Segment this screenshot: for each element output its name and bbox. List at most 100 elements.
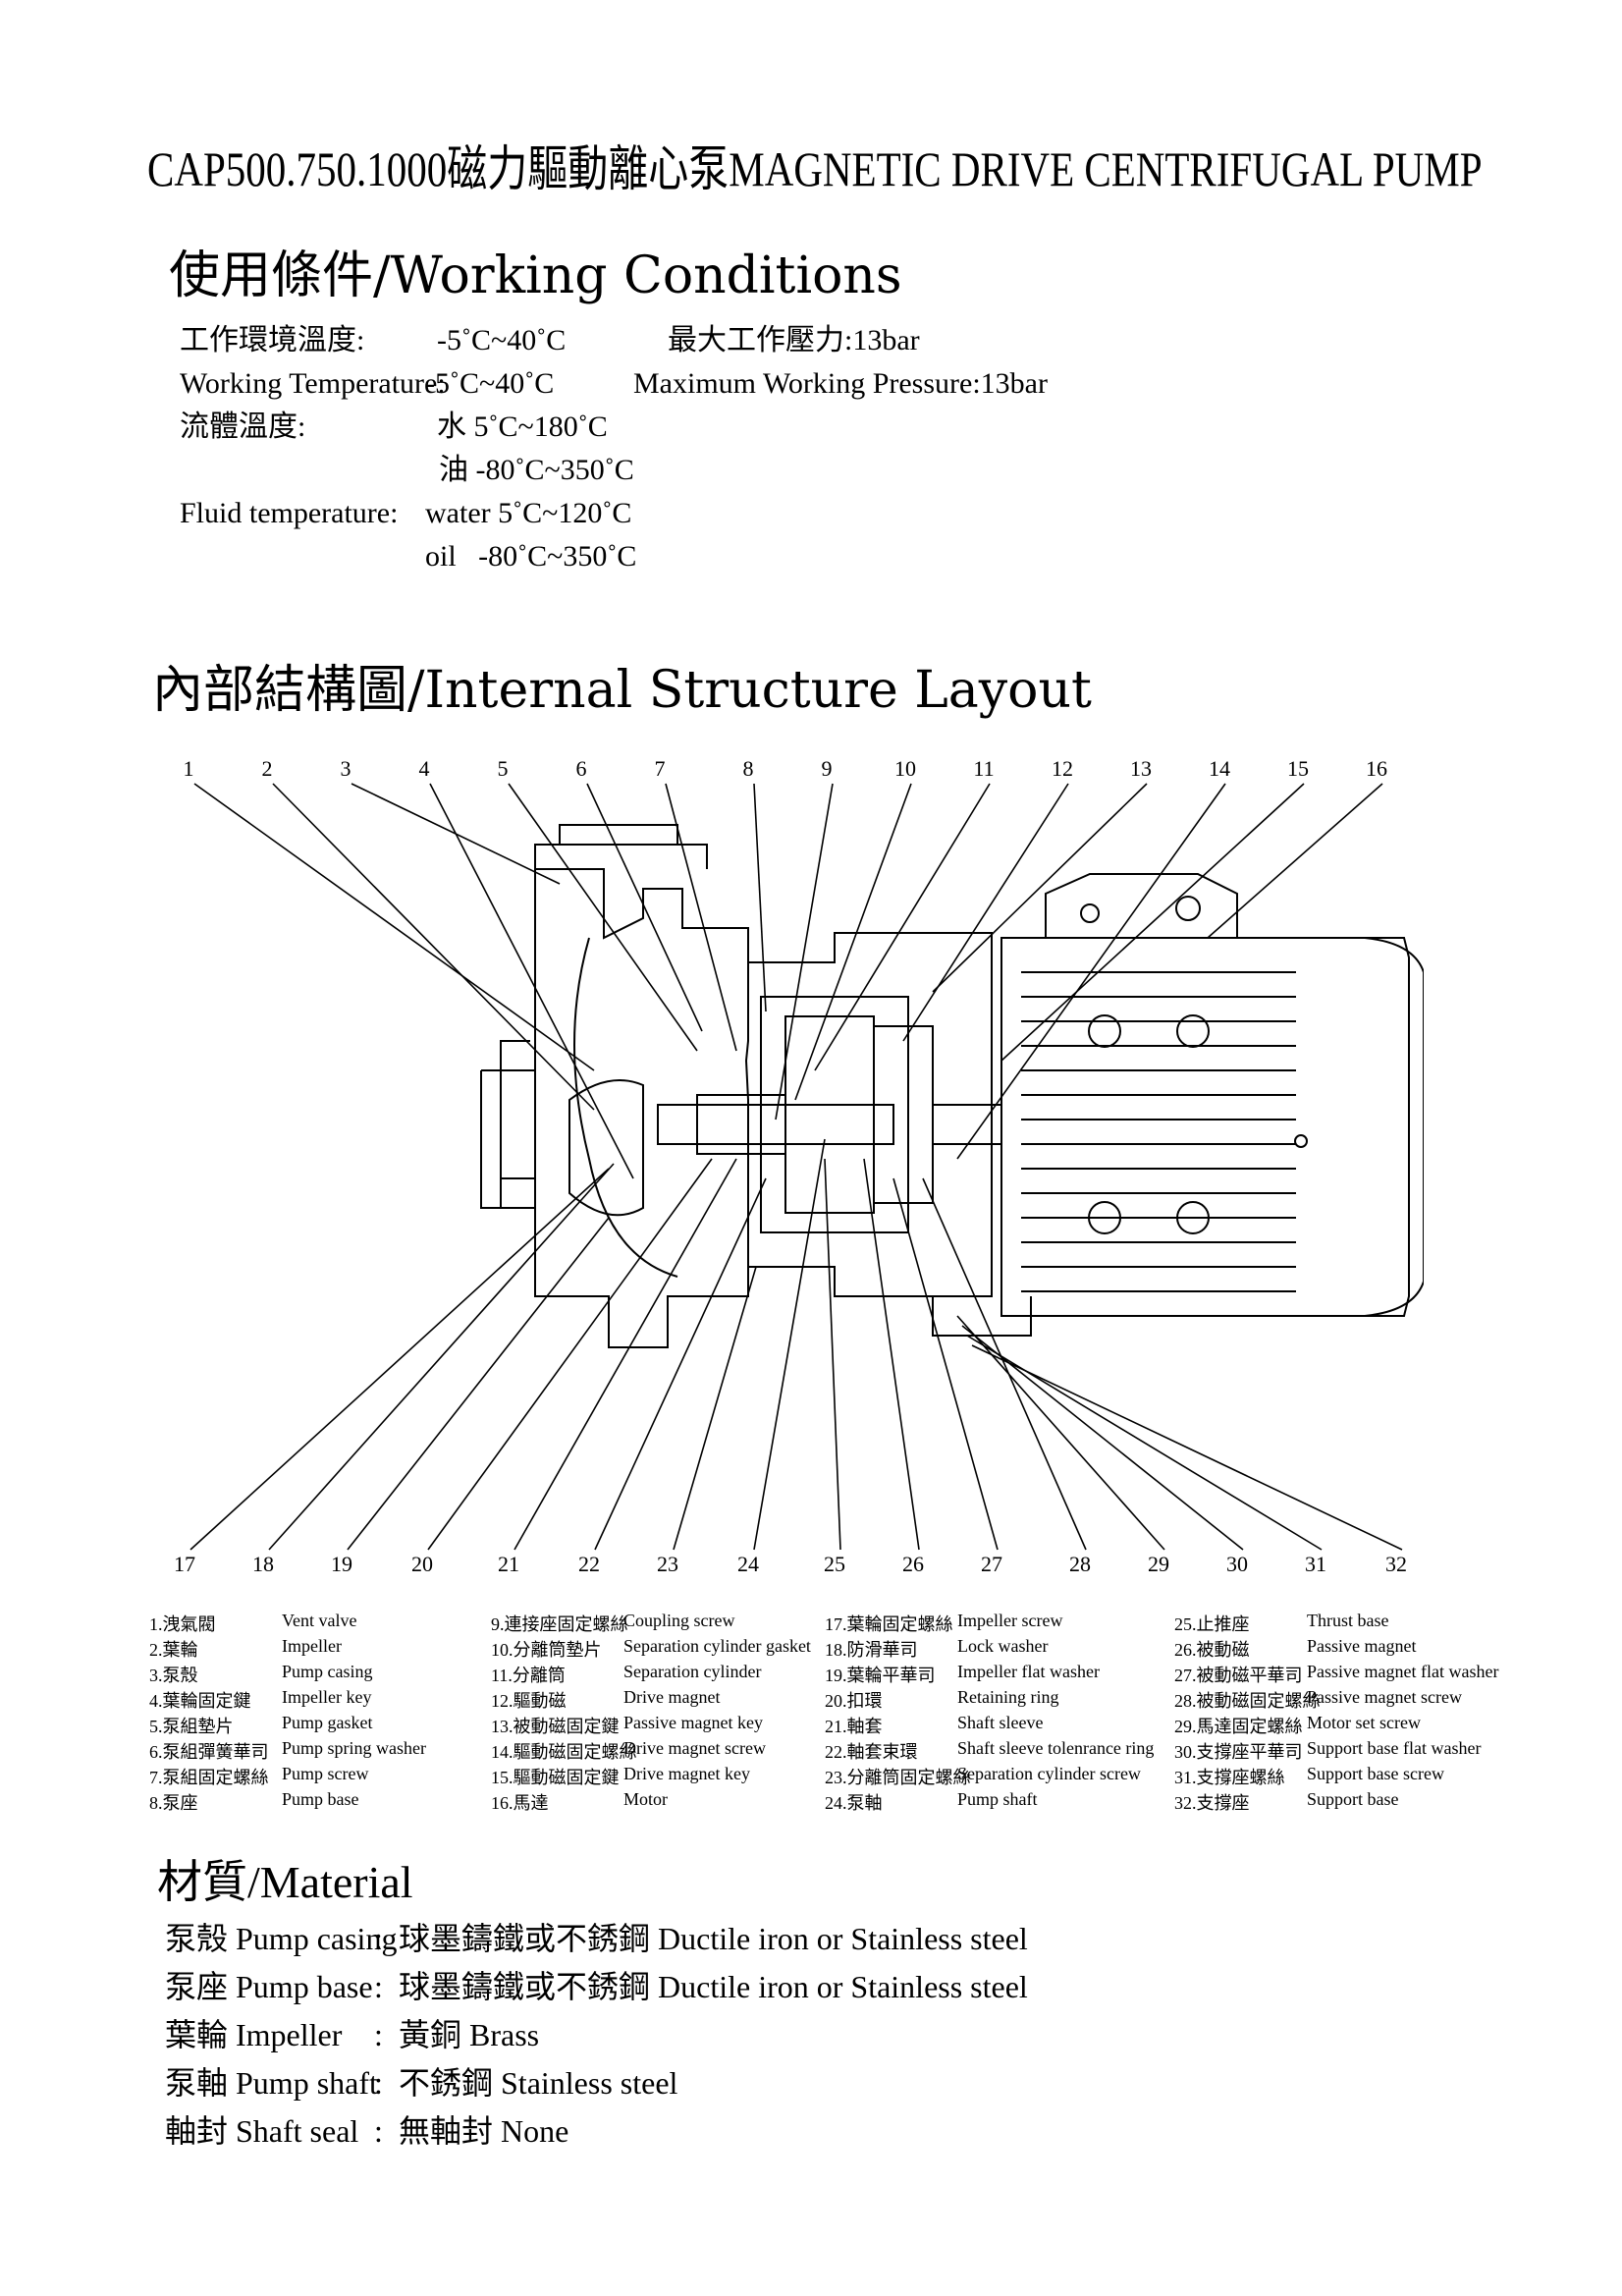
wc-extra: 最大工作壓力:13bar [668,324,920,356]
part-number-label: 21 [498,1552,519,1576]
legend-part-zh: 5.泵組墊片 [149,1717,234,1736]
part-number-label: 16 [1366,756,1387,781]
wc-label: Fluid temperature: [180,497,399,529]
legend-part-en: Drive magnet key [623,1764,750,1783]
leader-line [594,1177,767,1551]
legend-part-zh: 30.支撐座平華司 [1174,1742,1303,1762]
leader-line [1207,783,1383,939]
part-number-label: 32 [1385,1552,1407,1576]
volute-curve [573,937,678,1278]
motor-bolt [1176,1014,1210,1048]
legend-part-en: Passive magnet screw [1307,1687,1462,1707]
legend-part-zh: 3.泵殼 [149,1666,198,1685]
legend-part-en: Support base [1307,1789,1399,1809]
legend-part-zh: 13.被動磁固定鍵 [491,1717,620,1736]
part-number-label: 27 [981,1552,1002,1576]
legend-part-en: Pump casing [282,1662,373,1681]
legend-part-zh: 9.連接座固定螺絲 [491,1614,628,1634]
part-number-label: 25 [824,1552,845,1576]
legend-part-en: Impeller key [282,1687,372,1707]
legend-part-en: Passive magnet key [623,1713,763,1732]
wc-label: 流體溫度: [180,410,306,443]
motor-bolt [1088,1014,1121,1048]
legend-part-en: Impeller flat washer [957,1662,1100,1681]
leader-line [863,1158,920,1551]
legend-part-zh: 32.支撐座 [1174,1793,1250,1813]
material-sep: : [374,2065,383,2101]
part-number-label: 23 [657,1552,678,1576]
leader-line [753,1138,826,1551]
part-number-label: 29 [1148,1552,1169,1576]
material-part: 泵殼 Pump casing [165,1921,398,1956]
legend-part-en: Support base flat washer [1307,1738,1482,1758]
part-number-label: 14 [1209,756,1230,781]
terminal-screw [1080,903,1100,923]
legend-part-zh: 12.驅動磁 [491,1691,567,1711]
part-number-label: 28 [1069,1552,1091,1576]
legend-part-zh: 11.分離筒 [491,1666,566,1685]
leader-line [814,783,991,1071]
legend-part-zh: 15.驅動磁固定鍵 [491,1768,620,1787]
leader-line [794,783,912,1101]
legend-part-zh: 31.支撐座螺絲 [1174,1768,1285,1787]
leader-line [508,783,698,1052]
leader-line [673,1266,757,1551]
pump-shaft [657,1104,894,1145]
leader-line [189,1168,610,1551]
wc-value: -5˚C~40˚C [425,367,555,400]
wc-label: Working Temperature: [180,367,446,400]
motor-bolt [1088,1201,1121,1234]
leader-line [956,783,1226,1160]
pump-drawing [480,824,1424,1348]
leader-line [347,1217,610,1551]
legend-part-zh: 14.驅動磁固定螺絲 [491,1742,637,1762]
legend-part-en: Thrust base [1307,1611,1389,1630]
material-sep: : [374,1969,383,2004]
part-number-label: 8 [743,756,754,781]
leader-line [775,783,834,1121]
material-heading: 材質/Material [157,1857,413,1907]
legend-part-zh: 6.泵組彈簧華司 [149,1742,269,1762]
legend-part-en: Separation cylinder gasket [623,1636,811,1656]
leader-line [824,1158,841,1551]
legend-part-zh: 19.葉輪平華司 [825,1666,936,1685]
impeller-shape [568,1079,644,1217]
legend-part-en: Vent valve [282,1611,357,1630]
legend-part-en: Pump base [282,1789,359,1809]
part-number-label: 18 [252,1552,274,1576]
legend-part-en: Pump spring washer [282,1738,426,1758]
wc-value: oil -80˚C~350˚C [425,540,637,573]
legend-part-en: Support base screw [1307,1764,1444,1783]
working-conditions-heading: 使用條件/Working Conditions [169,246,902,305]
part-number-label: 24 [737,1552,759,1576]
legend-part-en: Motor [623,1789,668,1809]
legend-part-zh: 20.扣環 [825,1691,883,1711]
legend-part-zh: 26.被動磁 [1174,1640,1250,1660]
motor-end-cap [1306,937,1424,1317]
pump-casing-outline [534,868,749,1348]
material-value: 無軸封 None [399,2113,569,2149]
part-number-label: 12 [1052,756,1073,781]
wc-label: 工作環境溫度: [180,324,365,356]
leader-line [586,783,703,1032]
wc-value: 水 5˚C~180˚C [437,410,608,443]
part-number-label: 1 [184,756,194,781]
legend-part-zh: 16.馬達 [491,1793,549,1813]
motor-bolt [1176,1201,1210,1234]
legend-part-en: Coupling screw [623,1611,735,1630]
legend-part-zh: 1.洩氣閥 [149,1614,216,1634]
terminal-box [1045,873,1238,938]
material-value: 球墨鑄鐵或不銹鋼 Ductile iron or Stainless steel [399,1921,1028,1956]
pump-outlet-flange [534,824,708,869]
leader-line [932,783,1148,993]
structure-heading: 內部結構圖/Internal Structure Layout [152,661,1092,720]
wc-value: -5˚C~40˚C [437,324,567,356]
legend-part-zh: 17.葉輪固定螺絲 [825,1614,953,1634]
leader-line [514,1158,737,1551]
wc-extra: Maximum Working Pressure:13bar [633,367,1048,400]
document-title: CAP500.750.1000磁力驅動離心泵MAGNETIC DRIVE CEN… [147,141,1483,196]
leader-lines [189,783,1403,1551]
part-number-label: 2 [262,756,273,781]
